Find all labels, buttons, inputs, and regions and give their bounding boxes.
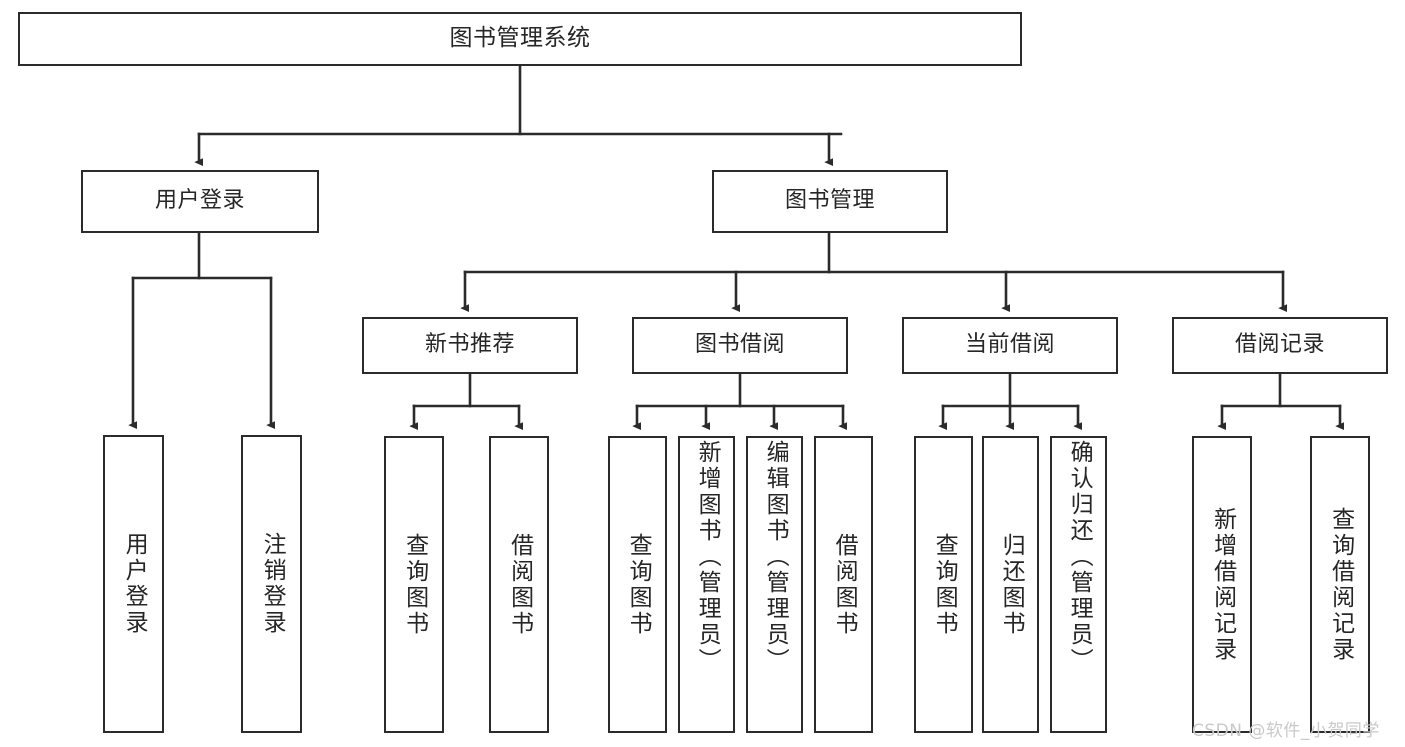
leaf-user-login-label: 用户登录 [121,532,148,636]
leaf-return-book-label: 归还图书 [998,532,1025,637]
leaf-query-book-1[interactable]: 查询图书 [384,436,444,733]
leaf-edit-book[interactable]: 编辑图书（管理员） [746,436,803,733]
node-book-manage[interactable]: 图书管理 [712,170,948,233]
leaf-edit-book-label: 编辑图书（管理员） [762,440,789,674]
leaf-query-book-1-label: 查询图书 [401,532,428,637]
leaf-add-book-label: 新增图书（管理员） [694,440,721,674]
node-current-borrow[interactable]: 当前借阅 [902,317,1118,374]
node-user-login-label: 用户登录 [154,188,245,214]
leaf-query-book-3[interactable]: 查询图书 [914,436,973,733]
leaf-user-logout-label: 注销登录 [259,532,286,636]
leaf-add-record[interactable]: 新增借阅记录 [1192,436,1252,733]
leaf-query-book-2[interactable]: 查询图书 [608,436,667,733]
leaf-query-book-3-label: 查询图书 [931,532,958,637]
node-root-system[interactable]: 图书管理系统 [18,12,1022,66]
leaf-query-book-2-label: 查询图书 [625,532,652,637]
leaf-confirm-return[interactable]: 确认归还（管理员） [1050,436,1107,733]
leaf-query-record-label: 查询借阅记录 [1327,506,1354,663]
leaf-borrow-book-2[interactable]: 借阅图书 [814,436,873,733]
leaf-add-record-label: 新增借阅记录 [1209,506,1236,663]
node-user-login[interactable]: 用户登录 [81,170,319,233]
leaf-user-login[interactable]: 用户登录 [103,435,164,733]
node-new-book-recommend-label: 新书推荐 [424,332,515,358]
node-book-manage-label: 图书管理 [784,188,875,214]
leaf-borrow-book-2-label: 借阅图书 [831,532,858,637]
leaf-confirm-return-label: 确认归还（管理员） [1066,440,1093,674]
node-book-borrow[interactable]: 图书借阅 [632,317,848,374]
node-new-book-recommend[interactable]: 新书推荐 [362,317,578,374]
leaf-return-book[interactable]: 归还图书 [982,436,1039,733]
leaf-borrow-book-1[interactable]: 借阅图书 [489,436,549,733]
node-borrow-record-label: 借阅记录 [1234,332,1325,358]
leaf-user-logout[interactable]: 注销登录 [241,435,302,733]
leaf-query-record[interactable]: 查询借阅记录 [1310,436,1370,733]
leaf-borrow-book-1-label: 借阅图书 [506,532,533,637]
leaf-add-book[interactable]: 新增图书（管理员） [678,436,735,733]
node-current-borrow-label: 当前借阅 [964,332,1055,358]
node-root-system-label: 图书管理系统 [449,25,591,52]
node-borrow-record[interactable]: 借阅记录 [1172,317,1388,374]
node-book-borrow-label: 图书借阅 [694,332,785,358]
